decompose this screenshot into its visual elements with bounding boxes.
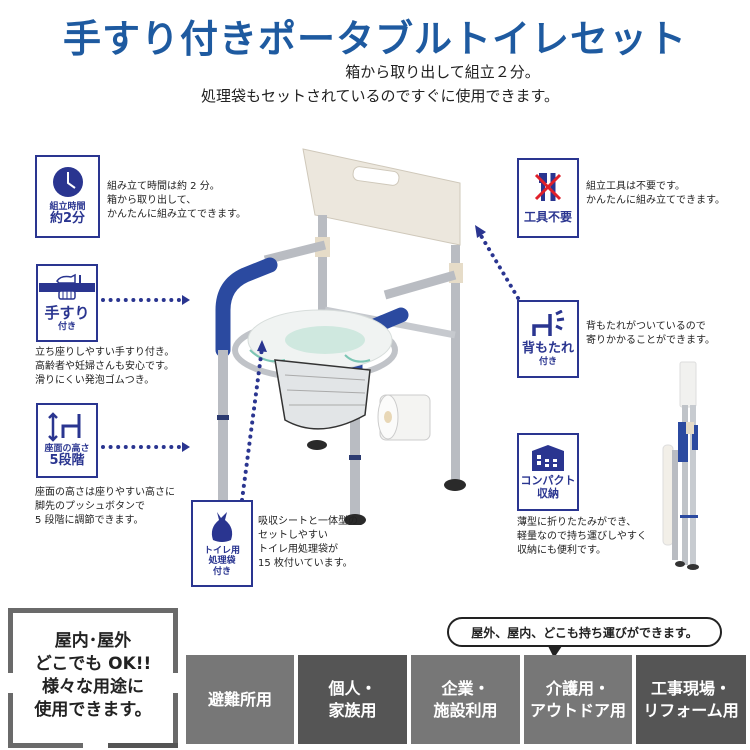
backrest-icon [532,310,565,337]
feature-label: 手すり [44,304,90,323]
pointer-arrow-icon [182,295,190,305]
feature-seat-height-badge: 座面の高さ 5段階 [36,403,98,478]
desc-line: かんたんに組み立てできます。 [107,209,246,220]
use-tile-personal: 個人・ 家族用 [298,655,407,744]
pointer-arrow-icon [182,442,190,452]
feature-backrest-badge: 背もたれ 付き [517,300,579,378]
feature-seat-height-desc: 座面の高さは座りやすい高さに 脚先のプッシュボタンで 5 段階に調節できます。 [35,486,175,528]
desc-line: 吸収シートと一体型の [258,516,358,527]
desc-line: 背もたれがついているので [586,321,706,332]
clock-icon [52,166,83,197]
use-tile-label: 介護用・ [545,678,610,698]
page-subtitle: 箱から取り出して組立２分。 処理袋もセットされているのですぐに使用できます。 [0,60,750,108]
feature-no-tools-badge: 工具不要 [517,158,579,238]
desc-line: 収納にも便利です。 [517,545,606,556]
feature-assembly-time-badge: 組立時間 約2分 [35,155,100,238]
feature-label: 工具不要 [523,210,572,225]
desc-line: 薄型に折りたたみができ、 [517,517,637,528]
use-tile-label: 家族用 [328,700,377,720]
desc-line: 組立工具は不要です。 [586,181,685,192]
feature-label: 組立時間 [49,201,86,212]
feature-toilet-bag-desc: 吸収シートと一体型の セットしやすい トイレ用処理袋が 15 枚付いています。 [258,515,358,571]
feature-label: 5段階 [49,453,85,469]
desc-line: 寄りかかることができます。 [586,335,715,346]
use-tile-business: 企業・ 施設利用 [411,655,520,744]
subtitle-line-2: 処理袋もセットされているのですぐに使用できます。 [200,87,560,105]
feature-label: 付き [538,357,557,368]
use-tile-label: アウトドア用 [529,700,626,720]
page-title: 手すり付きポータブルトイレセット [62,17,687,61]
use-tile-care-outdoor: 介護用・ アウトドア用 [524,655,632,744]
feature-backrest-desc: 背もたれがついているので 寄りかかることができます。 [586,320,715,348]
warehouse-icon [532,445,564,472]
desc-line: かんたんに組み立てできます。 [586,195,725,206]
desc-line: 15 枚付いています。 [258,558,353,569]
seat-height-icon [48,412,81,442]
use-tile-construction: 工事現場・ リフォーム用 [636,655,746,744]
desc-line: 高齢者や妊婦さんも安心です。 [35,361,174,372]
feature-label: 収納 [537,487,559,500]
feature-label: 付き [212,566,231,577]
feature-label: 処理袋 [208,556,236,567]
feature-no-tools-desc: 組立工具は不要です。 かんたんに組み立てできます。 [586,180,725,208]
feature-label: 座面の高さ [44,443,90,454]
desc-line: トイレ用処理袋が [258,544,338,555]
use-tile-label: リフォーム用 [643,700,739,720]
ok-line: 使用できます。 [34,700,152,720]
desc-line: 立ち座りしやすい手すり付き。 [35,347,175,358]
use-tile-shelter: 避難所用 [186,655,294,744]
pointer-dots-seat-height [101,445,181,449]
feature-handrail-desc: 立ち座りしやすい手すり付き。 高齢者や妊婦さんも安心です。 滑りにくい発泡ゴムつ… [35,346,174,388]
ok-line: 屋内･屋外 [54,631,132,651]
desc-line: 軽量なので持ち運びしやすく [517,531,647,542]
desc-line: 脚先のプッシュボタンで [35,501,145,512]
ok-anywhere-text: 屋内･屋外 どこでも OK!! 様々な用途に 使用できます。 [8,630,178,722]
use-tile-label: 企業・ [441,678,490,698]
ok-anywhere-frame [8,608,178,748]
pointer-dots-toilet-bag [240,340,267,502]
feature-label: 約2分 [49,211,86,227]
feature-compact-badge: コンパクト 収納 [517,433,579,511]
hand-grip-icon [39,273,95,300]
desc-line: 滑りにくい発泡ゴムつき。 [35,375,155,386]
feature-label: コンパクト [520,474,576,488]
use-tile-label: 避難所用 [207,689,272,709]
use-tile-label: 工事現場・ [650,678,731,698]
desc-line: 5 段階に調節できます。 [35,515,144,526]
pointer-dots-handrail [101,298,181,302]
use-tile-label: 個人・ [328,678,377,698]
pointer-dots-backrest [475,225,520,300]
portability-speech-bubble: 屋外、屋内、どこも持ち運びができます。 [447,617,722,647]
feature-label: 背もたれ [521,341,574,357]
ok-line: 様々な用途に [42,677,144,697]
desc-line: 座面の高さは座りやすい高さに [35,487,175,498]
feature-assembly-time-desc: 組み立て時間は約 2 分。 箱から取り出して、 かんたんに組み立てできます。 [107,180,246,222]
feature-toilet-bag-badge: トイレ用 処理袋 付き [191,500,253,587]
folded-chair-image [662,361,699,570]
desc-line: 組み立て時間は約 2 分。 [107,181,220,192]
feature-label: トイレ用 [203,545,240,556]
feature-compact-desc: 薄型に折りたたみができ、 軽量なので持ち運びしやすく 収納にも便利です。 [517,516,647,558]
ok-line: どこでも OK!! [34,654,152,674]
garbage-bag-icon [211,511,233,542]
feature-label: 付き [57,322,76,333]
portable-toilet-chair-image [212,148,466,525]
subtitle-line-1: 箱から取り出して組立２分。 [345,63,540,81]
use-tile-label: 施設利用 [433,700,498,720]
no-tools-icon [534,173,562,202]
desc-line: 箱から取り出して、 [107,195,197,206]
feature-handrail-badge: 手すり 付き [36,264,98,342]
desc-line: セットしやすい [258,530,328,541]
